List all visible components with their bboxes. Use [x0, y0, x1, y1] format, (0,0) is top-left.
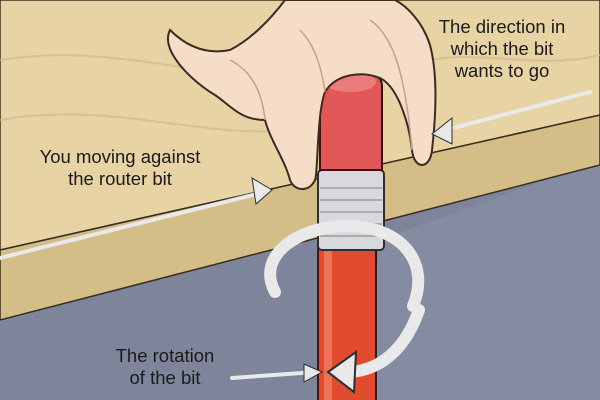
rotation-label-arrowhead-icon [303, 363, 324, 383]
rotation-label-line-1: The rotation [115, 345, 215, 366]
direction-label: The direction in which the bit wants to … [410, 16, 594, 82]
rotation-arrowhead-icon [326, 349, 358, 394]
moving-label-line-1: You moving against [39, 146, 201, 167]
wood-board-edge [0, 114, 600, 321]
moving-arrow-line [0, 190, 267, 260]
moving-arrowhead-icon [251, 177, 273, 205]
rotation-arrow-front [344, 304, 425, 378]
rotation-label-arrow-line [230, 370, 318, 380]
direction-label-line-2: which the bit [450, 38, 554, 59]
hand [167, 0, 437, 190]
direction-label-line-1: The direction in [438, 16, 566, 37]
pointer-arrows [0, 90, 592, 380]
direction-arrowhead-icon [431, 116, 453, 145]
ferrule-ridges [320, 187, 382, 237]
rotation-label-line-2: of the bit [129, 367, 201, 388]
moving-label: You moving against the router bit [6, 146, 234, 190]
direction-label-line-3: wants to go [454, 60, 550, 81]
background-shade [360, 160, 600, 400]
bit-ferrule [317, 169, 385, 251]
moving-label-line-2: the router bit [68, 168, 172, 189]
rotation-label: The rotation of the bit [92, 345, 238, 389]
rotation-arrow-back [264, 219, 425, 312]
bit-shaft-highlight [324, 250, 332, 400]
hand-creases [229, 19, 413, 151]
direction-arrow-line [436, 90, 592, 134]
